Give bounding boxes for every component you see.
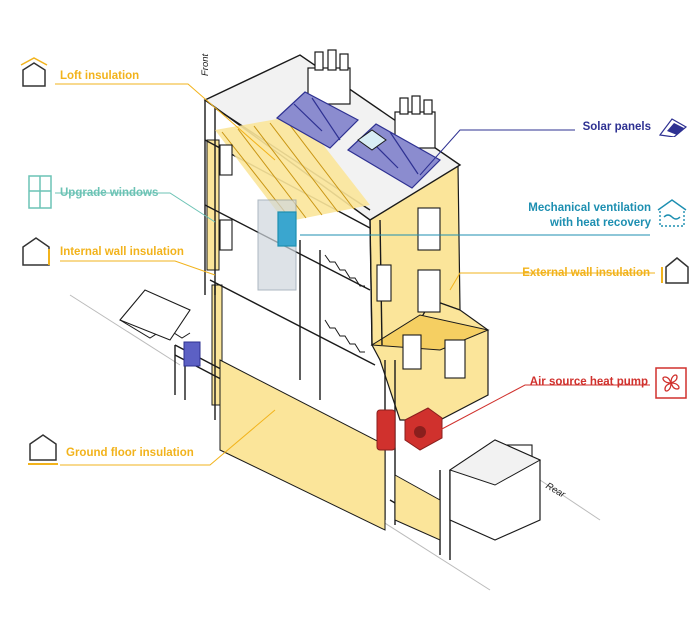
house-insulation-icon (20, 57, 48, 87)
internal-wall-insulation-shape (206, 139, 220, 271)
air-source-heat-pump-label: Air source heat pump (529, 376, 648, 388)
upgrade-windows-label: Upgrade windows (60, 187, 159, 199)
solar-panels-label: Solar panels (582, 121, 651, 133)
loft-insulation-label: Loft insulation (60, 70, 140, 82)
solar-panel-icon (658, 118, 688, 137)
fan-icon (655, 367, 687, 399)
front-orientation-label: Front (200, 53, 211, 76)
internal-wall-insulation-label: Internal wall insulation (60, 246, 184, 258)
external-wall-insulation-label: External wall insulation (522, 267, 650, 279)
house-insulation-icon (28, 434, 58, 465)
window-icon (28, 175, 52, 209)
mvhr-unit-shape (277, 211, 297, 247)
house-insulation-icon (22, 237, 50, 266)
house-insulation-icon (661, 257, 689, 284)
ground-floor-insulation-label: Ground floor insulation (66, 447, 194, 459)
mvhr-label-line1: Mechanical ventilation (528, 202, 651, 214)
hot-water-cylinder-shape (376, 409, 396, 451)
ground-floor-insulation-shape (219, 359, 386, 531)
ventilation-house-icon (657, 199, 687, 227)
heat-pump-unit-shape (404, 407, 443, 451)
mvhr-label-line2: with heat recovery (550, 217, 651, 229)
